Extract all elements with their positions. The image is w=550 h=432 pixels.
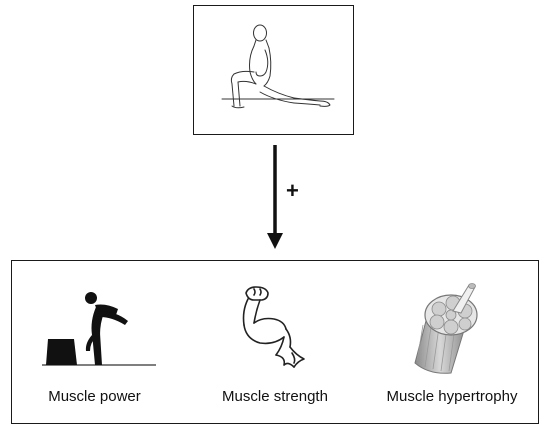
down-arrow-icon (267, 145, 283, 249)
outcome-label-muscle-strength: Muscle strength (222, 388, 328, 405)
flexed-bicep-icon (242, 286, 305, 368)
outcome-muscle-hypertrophy: Muscle hypertrophy (367, 261, 537, 421)
exercise-panel (193, 5, 354, 135)
muscle-fiber-bundle-icon (414, 283, 478, 374)
plus-sign: + (286, 178, 299, 203)
outcome-label-muscle-hypertrophy: Muscle hypertrophy (386, 388, 518, 405)
outcome-muscle-power: Muscle power (12, 261, 177, 421)
outcome-muscle-strength: Muscle strength (190, 261, 360, 421)
box-jump-figure-icon (42, 292, 156, 366)
outcomes-panel: Muscle power (11, 260, 539, 424)
lunge-stretch-figure-icon (221, 24, 335, 109)
outcome-label-muscle-power: Muscle power (48, 388, 141, 405)
